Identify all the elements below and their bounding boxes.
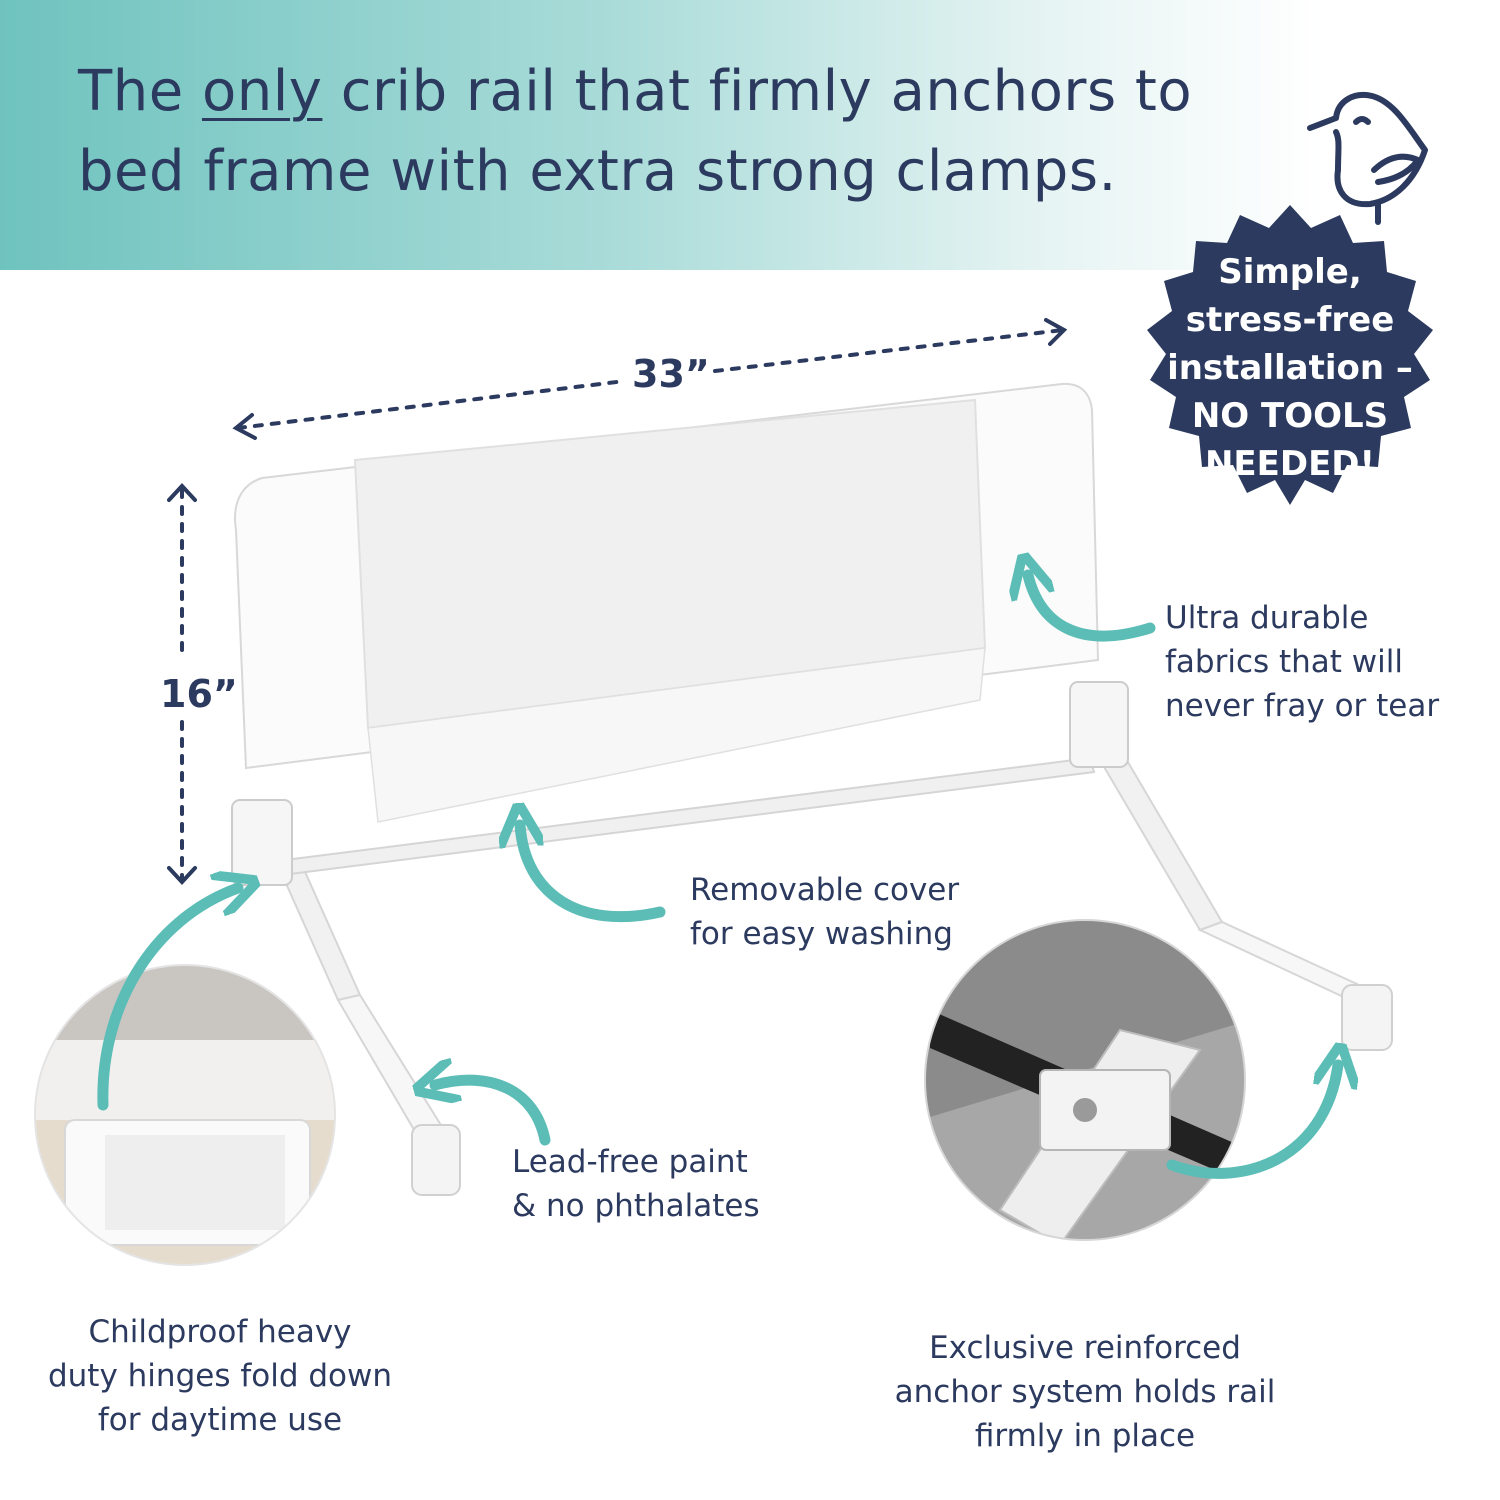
anchor-inset-photo bbox=[924, 919, 1246, 1241]
headline-emphasis: only bbox=[201, 59, 323, 124]
hinge-inset-photo bbox=[34, 964, 336, 1266]
curved-arrow-icon bbox=[97, 575, 1338, 1179]
bird-logo-icon bbox=[1307, 92, 1428, 225]
caption-line: Lead-free paint bbox=[512, 1144, 748, 1180]
feature-anchor-caption: Exclusive reinforced anchor system holds… bbox=[870, 1326, 1300, 1458]
caption-line: & no phthalates bbox=[512, 1188, 760, 1224]
feature-paint-caption: Lead-free paint & no phthalates bbox=[512, 1140, 760, 1228]
badge-line: installation – bbox=[1167, 348, 1413, 388]
caption-line: fabrics that will bbox=[1165, 644, 1403, 680]
caption-line: anchor system holds rail bbox=[894, 1374, 1276, 1410]
badge-line: Simple, bbox=[1218, 252, 1362, 292]
caption-line: never fray or tear bbox=[1165, 688, 1440, 724]
headline-prefix: The bbox=[78, 59, 202, 124]
feature-hinges-caption: Childproof heavy duty hinges fold down f… bbox=[20, 1310, 420, 1442]
installation-badge bbox=[1147, 205, 1433, 505]
caption-line: Childproof heavy bbox=[88, 1314, 352, 1350]
feature-cover-caption: Removable cover for easy washing bbox=[690, 868, 959, 956]
caption-line: Removable cover bbox=[690, 872, 960, 908]
caption-line: Exclusive reinforced bbox=[929, 1330, 1241, 1366]
caption-line: for easy washing bbox=[690, 916, 953, 952]
caption-line: for daytime use bbox=[97, 1402, 343, 1438]
badge-line: stress-free bbox=[1185, 300, 1395, 340]
badge-line: NEEDED! bbox=[1204, 444, 1376, 484]
width-dimension-label: 33” bbox=[632, 352, 710, 396]
caption-line: duty hinges fold down bbox=[47, 1358, 392, 1394]
headline-suffix: crib rail that firmly anchors to bed fra… bbox=[78, 59, 1193, 204]
caption-line: firmly in place bbox=[974, 1418, 1196, 1454]
dashed-dimension-arrow-icon bbox=[167, 318, 1068, 885]
height-dimension-label: 16” bbox=[160, 672, 238, 716]
badge-text: Simple, stress-free installation – NO TO… bbox=[1160, 248, 1420, 488]
caption-line: Ultra durable bbox=[1165, 600, 1369, 636]
feature-fabric-caption: Ultra durable fabrics that will never fr… bbox=[1165, 596, 1439, 728]
bed-rail-product bbox=[231, 382, 1393, 1196]
headline: The only crib rail that firmly anchors t… bbox=[78, 52, 1258, 212]
badge-line: NO TOOLS bbox=[1191, 396, 1389, 436]
